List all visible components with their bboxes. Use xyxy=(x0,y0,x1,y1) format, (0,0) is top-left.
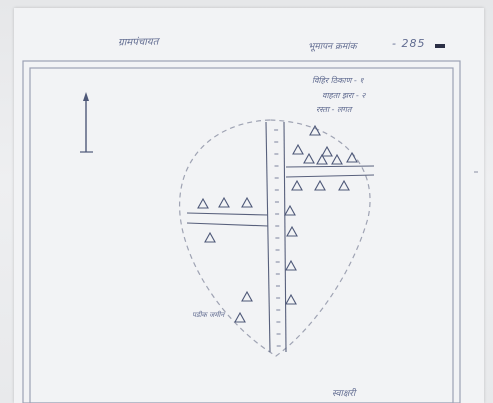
tree-icon xyxy=(204,231,216,243)
tree-icon xyxy=(241,196,253,208)
inner-border xyxy=(29,67,454,403)
tree-icon xyxy=(303,152,315,164)
tree-icon xyxy=(285,259,297,271)
tree-icon xyxy=(338,179,350,191)
survey-number: - 285 xyxy=(392,37,426,50)
road-right-branch xyxy=(285,165,375,178)
tree-icon xyxy=(218,196,230,208)
road-vertical xyxy=(265,121,287,353)
tree-icon xyxy=(234,311,246,323)
tree-icon xyxy=(284,204,296,216)
tree-icon xyxy=(286,225,298,237)
left-field-note: पडीक जमीन xyxy=(192,311,225,319)
tree-icon xyxy=(331,153,343,165)
survey-label: भूमापन क्रमांक xyxy=(308,42,357,52)
outer-border xyxy=(22,60,461,403)
road-left-branch xyxy=(186,212,269,227)
legend-line-1: विहिर ठिकाण - १ xyxy=(312,76,364,85)
plot-boundary xyxy=(179,119,371,357)
tree-icon xyxy=(321,145,333,157)
paper-sheet xyxy=(14,8,484,403)
tree-icon xyxy=(316,153,328,165)
legend-line-3: रस्ता - लगत xyxy=(316,105,352,114)
road-ticks xyxy=(274,129,281,347)
signature: स्वाक्षरी xyxy=(332,389,356,399)
tree-markers xyxy=(197,124,358,323)
tree-icon xyxy=(346,151,358,163)
tree-icon xyxy=(314,179,326,191)
tree-icon xyxy=(291,179,303,191)
tree-icon xyxy=(309,124,321,136)
legend-line-2: वाहता झरा - २ xyxy=(322,91,366,100)
tree-icon xyxy=(292,143,304,155)
north-arrow xyxy=(80,92,93,153)
ink-blot xyxy=(435,44,445,48)
tree-icon xyxy=(241,290,253,302)
tree-icon xyxy=(197,197,209,209)
tree-icon xyxy=(285,293,297,305)
